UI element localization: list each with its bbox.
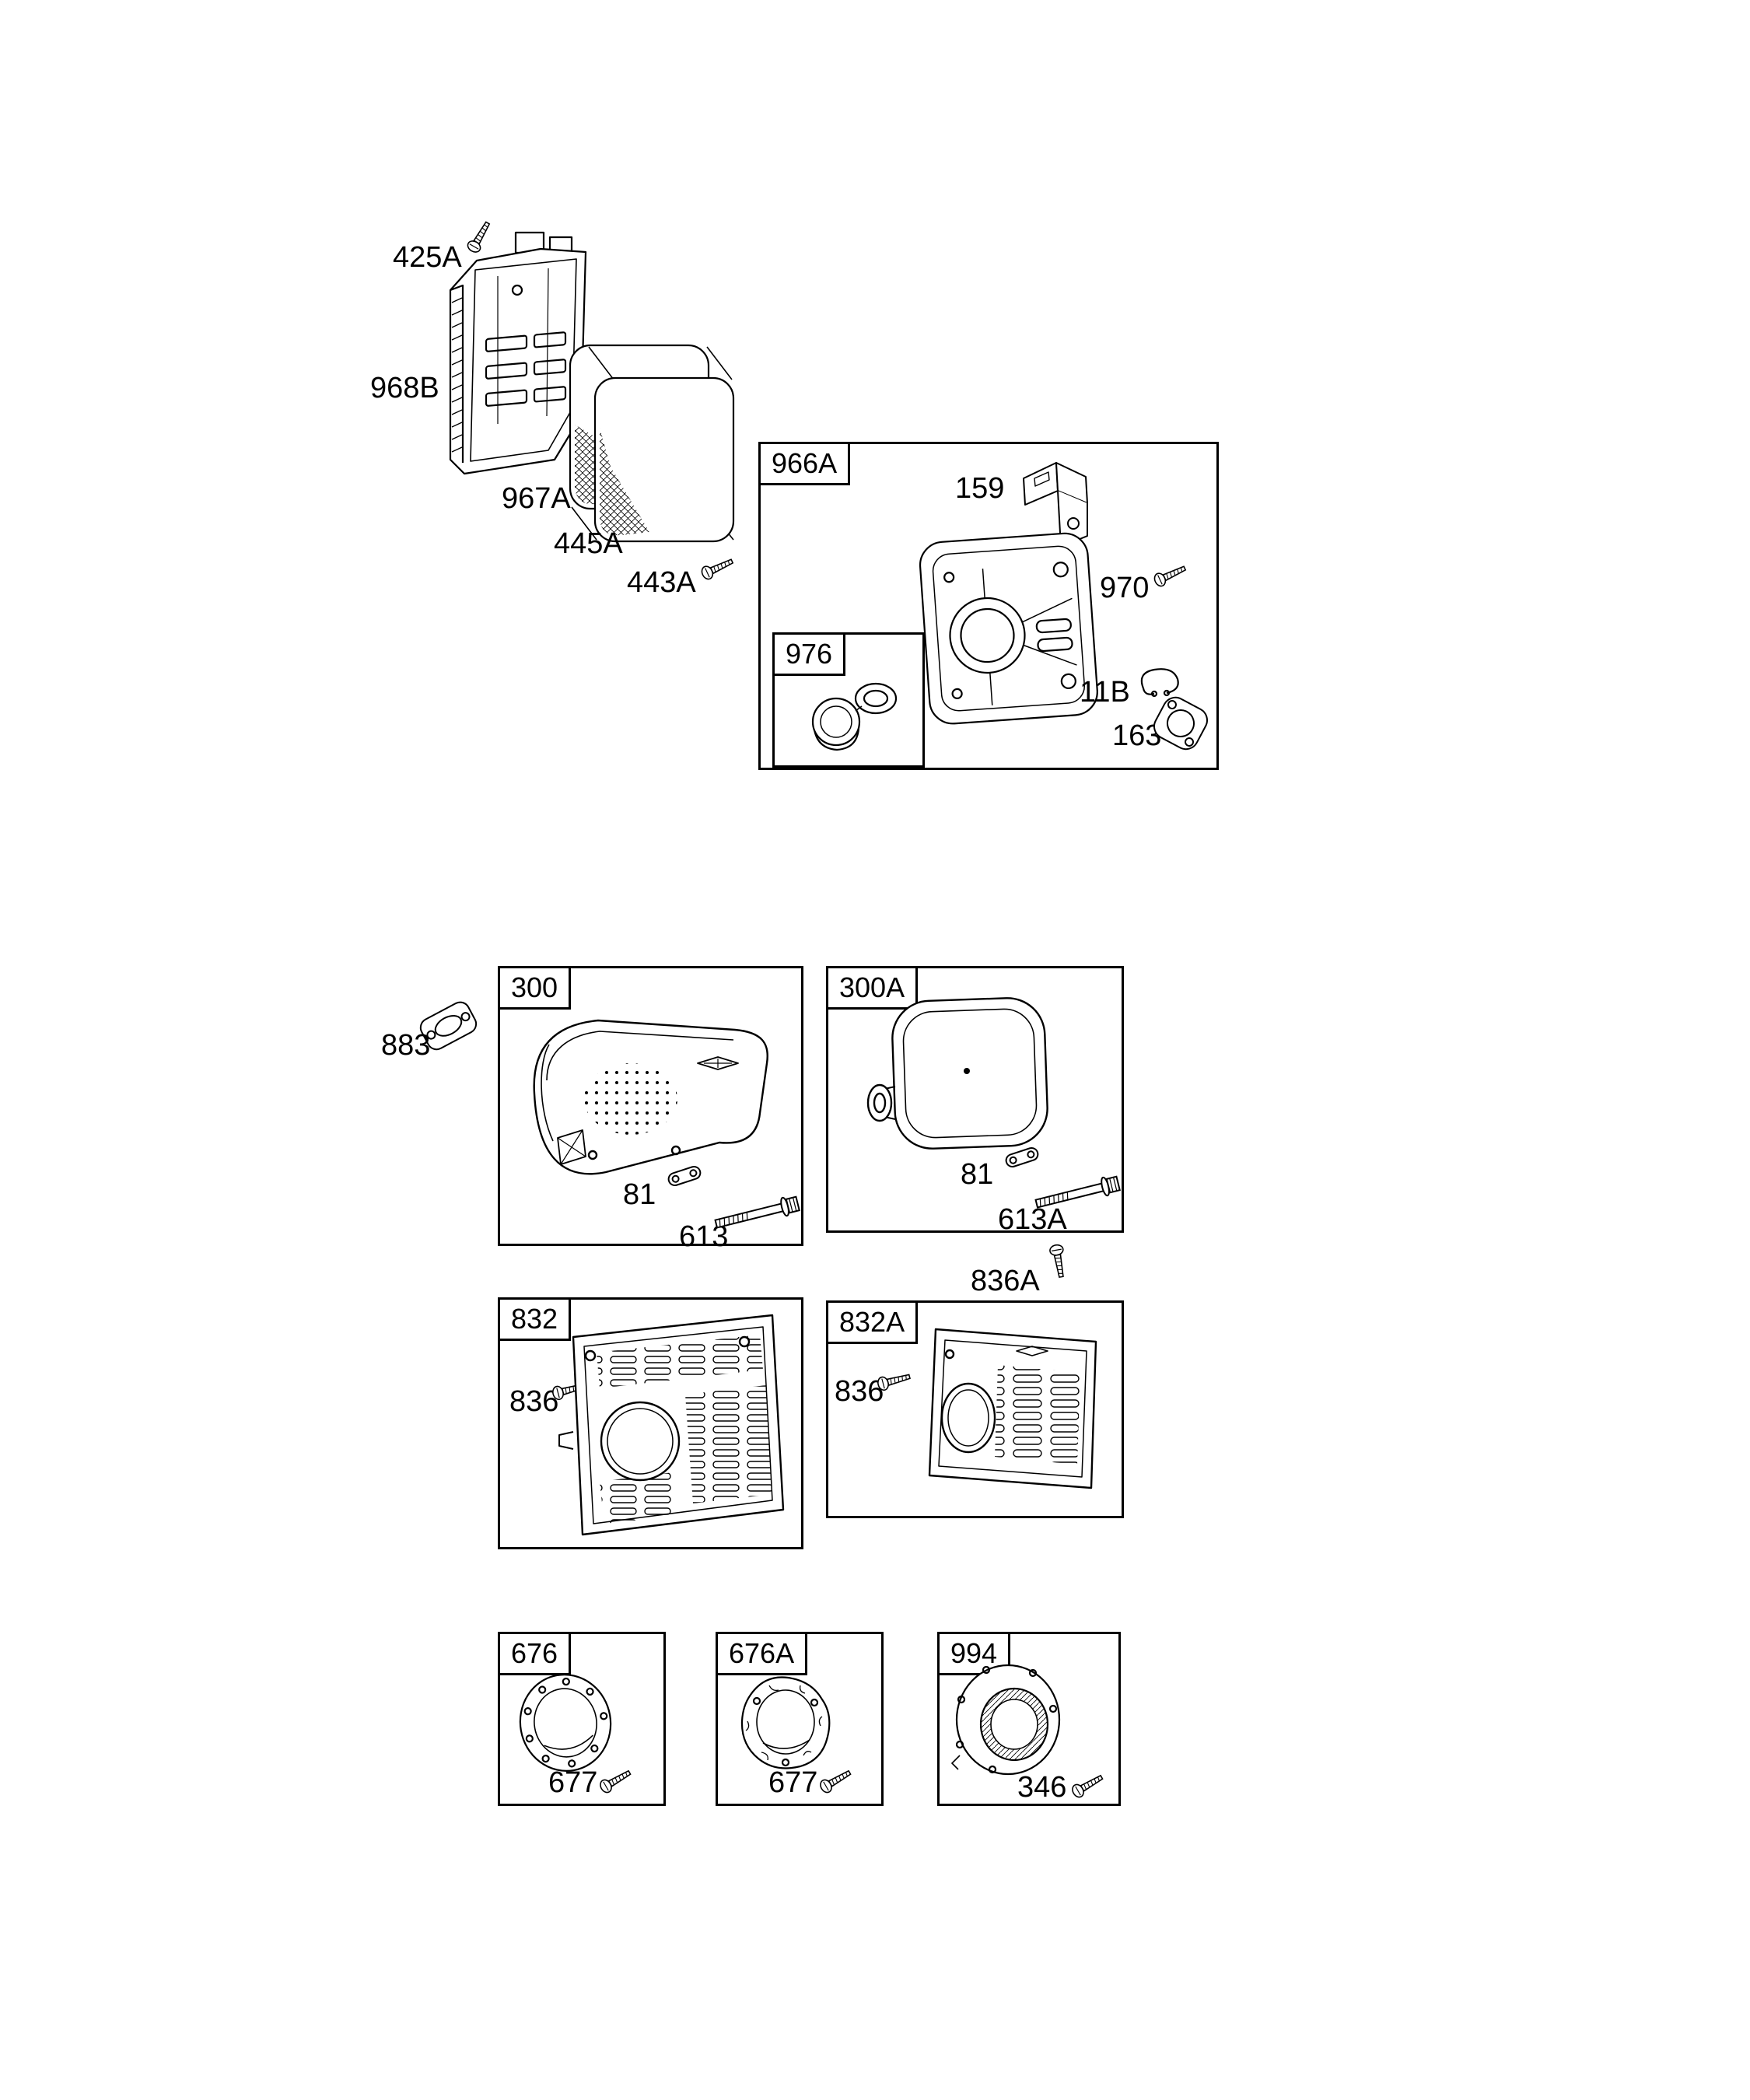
box-label-966A: 966A <box>758 442 851 485</box>
group-box-832A: 832A 836 <box>826 1300 1124 1518</box>
box-label-676-text: 676 <box>511 1637 558 1669</box>
callout-11B: 11B <box>1080 676 1130 709</box>
bolt-613A-drawing <box>1034 1175 1121 1209</box>
box-label-676A: 676A <box>716 1632 808 1675</box>
box-label-966A-text: 966A <box>772 447 838 479</box>
box-label-994: 994 <box>937 1632 1011 1675</box>
group-box-994: 994 346 <box>937 1632 1121 1806</box>
callout-443A: 443A <box>627 566 696 599</box>
callout-445A: 445A <box>554 527 623 560</box>
box-label-300-text: 300 <box>511 971 558 1003</box>
gasket-883-drawing <box>419 1001 478 1051</box>
clamp-drawing <box>1140 668 1179 698</box>
air-cleaner-cover-drawing <box>449 231 587 475</box>
group-box-966A: 966A 159 <box>758 442 1219 770</box>
callout-967A: 967A <box>502 482 571 515</box>
callout-346: 346 <box>1017 1771 1067 1804</box>
screw-346-icon <box>1069 1770 1106 1800</box>
screw-970-icon <box>1152 562 1188 589</box>
grommet-drawing <box>811 682 898 751</box>
callout-968B: 968B <box>370 372 439 404</box>
box-label-976: 976 <box>772 632 846 676</box>
callout-836A: 836A <box>971 1265 1040 1297</box>
callout-970: 970 <box>1100 572 1150 604</box>
spacer-link-drawing <box>1005 1146 1039 1168</box>
box-label-676A-text: 676A <box>729 1637 795 1669</box>
screw-836A-icon <box>1048 1243 1069 1279</box>
box-label-976-text: 976 <box>786 638 833 670</box>
muffler-guard-832A-drawing <box>928 1328 1097 1489</box>
callout-677-deflector676A: 677 <box>768 1766 818 1799</box>
box-label-300A-text: 300A <box>839 971 905 1003</box>
screw-443A-icon <box>699 555 736 582</box>
callout-836-guard832A: 836 <box>835 1375 884 1408</box>
callout-159: 159 <box>955 472 1005 505</box>
box-label-676: 676 <box>498 1632 572 1675</box>
callout-613A: 613A <box>998 1203 1067 1236</box>
air-cleaner-base-drawing <box>919 532 1098 725</box>
muffler-guard-832-drawing <box>558 1314 785 1536</box>
box-label-832A-text: 832A <box>839 1306 905 1338</box>
callout-883: 883 <box>381 1029 431 1062</box>
group-box-300A: 300A 81 613A <box>826 966 1124 1236</box>
deflector-676A-drawing <box>740 1676 831 1769</box>
group-box-676: 676 677 <box>498 1632 666 1806</box>
callout-425A: 425A <box>393 241 462 274</box>
callout-81-muffler300: 81 <box>623 1178 656 1211</box>
muffler-300A-drawing <box>866 997 1048 1150</box>
group-box-832: 832 836 <box>498 1297 803 1549</box>
box-label-832: 832 <box>498 1297 572 1341</box>
group-box-976: 976 <box>772 632 925 768</box>
callout-81-muffler300A: 81 <box>961 1158 994 1191</box>
box-label-832A: 832A <box>826 1300 919 1344</box>
gasket-163-drawing <box>1153 696 1208 751</box>
group-box-300: 300 81 <box>498 966 803 1251</box>
callout-836-guard832: 836 <box>509 1385 559 1418</box>
group-box-676A: 676A 677 <box>716 1632 884 1806</box>
guard-994-drawing <box>950 1664 1061 1776</box>
muffler-300-drawing <box>533 1019 768 1175</box>
deflector-676-drawing <box>519 1674 612 1772</box>
spacer-link-drawing <box>667 1165 702 1187</box>
callout-677-deflector676: 677 <box>548 1766 598 1799</box>
box-label-300: 300 <box>498 966 572 1010</box>
callout-163: 163 <box>1112 719 1162 752</box>
bolt-613-drawing <box>714 1195 800 1229</box>
air-filter-element-drawing <box>569 344 735 543</box>
box-label-994-text: 994 <box>950 1637 998 1669</box>
box-label-832-text: 832 <box>511 1303 558 1335</box>
box-label-300A: 300A <box>826 966 919 1010</box>
